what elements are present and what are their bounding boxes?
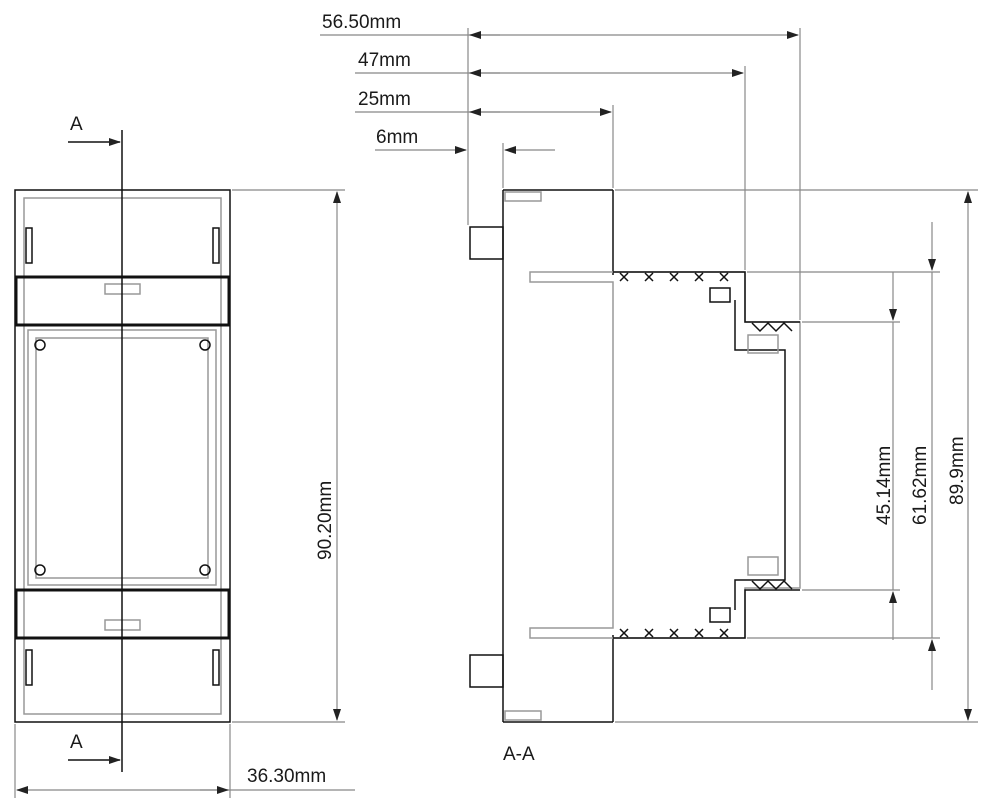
front-view: A A 90.20mm 36.30mm: [14, 114, 355, 798]
section-view: A-A 56.50mm 47mm 25mm 6mm 45.14mm: [320, 12, 978, 765]
section-marker-bottom: A: [70, 732, 83, 753]
dim-45-14-label: 45.14mm: [874, 446, 895, 525]
width-dimension-label: 36.30mm: [247, 766, 326, 787]
dim-61-62-label: 61.62mm: [910, 446, 931, 525]
dim-6-label: 6mm: [376, 127, 418, 148]
din-clip-bottom: [469, 654, 504, 688]
dim-25-label: 25mm: [358, 89, 411, 110]
dim-56-50-label: 56.50mm: [322, 12, 401, 33]
screw-icon: [34, 339, 211, 576]
dim-47-label: 47mm: [358, 50, 411, 71]
din-clip-top: [469, 226, 504, 260]
section-marker-top: A: [70, 114, 83, 135]
height-dimension-label: 90.20mm: [315, 481, 336, 560]
dim-89-9-label: 89.9mm: [947, 436, 968, 505]
section-label: A-A: [503, 744, 535, 765]
